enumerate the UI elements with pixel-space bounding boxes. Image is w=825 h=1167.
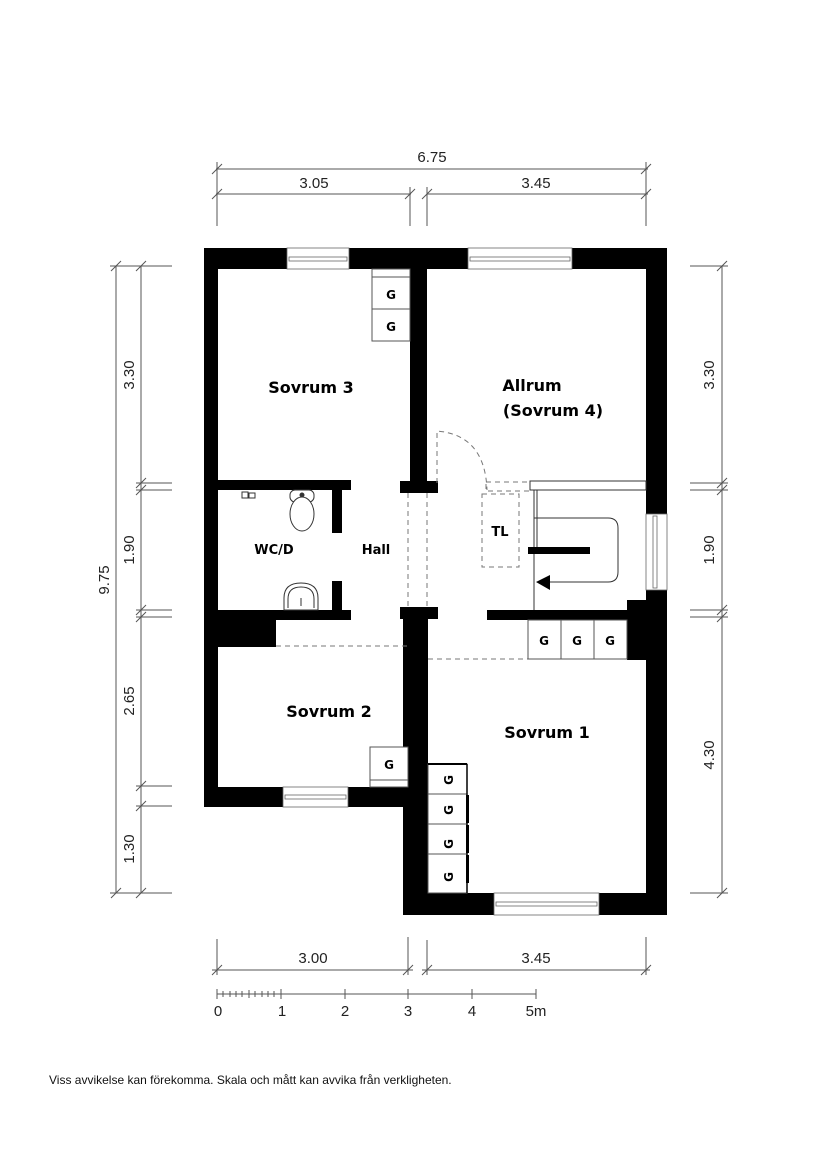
wardrobe-door-3 (466, 855, 469, 883)
wardrobe-label: G (605, 634, 615, 648)
dim-top-left: 3.05 (299, 175, 328, 192)
left-dimensions (110, 260, 172, 899)
wardrobe-label: G (386, 320, 396, 334)
dim-bottom-right: 3.45 (521, 950, 550, 967)
windows (282, 247, 668, 916)
room-label-hall: Hall (362, 543, 391, 558)
scale-bar (216, 989, 537, 999)
scale-tick-3: 3 (404, 1003, 412, 1020)
room-label-sovrum3: Sovrum 3 (268, 378, 354, 397)
room-label-tl: TL (491, 525, 508, 540)
window-sovrum1 (493, 892, 600, 916)
wardrobe-door-2 (466, 825, 469, 853)
window-bath (645, 513, 668, 591)
top-dimensions (211, 162, 652, 226)
toilet-icon (289, 489, 315, 532)
dim-top-right: 3.45 (521, 175, 550, 192)
dim-right-seg-3: 4.30 (701, 740, 718, 769)
scale-tick-0: 0 (214, 1003, 222, 1020)
right-dimensions (690, 260, 728, 899)
room-label-allrum: Allrum (502, 376, 561, 395)
wardrobe-label: G (442, 839, 456, 849)
window-allrum (467, 247, 573, 270)
room-label-wcd: WC/D (254, 543, 294, 558)
wardrobe-label: G (384, 758, 394, 772)
bottom-dimensions (211, 937, 652, 976)
dim-top-total: 6.75 (417, 149, 446, 166)
wardrobe-label: G (539, 634, 549, 648)
scale-tick-5: 5m (526, 1003, 547, 1020)
room-label-sovrum1: Sovrum 1 (504, 723, 590, 742)
dim-right-seg-1: 3.30 (701, 360, 718, 389)
stair-arrow-icon (536, 575, 550, 590)
wardrobe-label: G (442, 805, 456, 815)
wardrobes (369, 268, 628, 894)
dashed-outlines (276, 430, 531, 660)
shower-rail (528, 547, 590, 554)
dim-left-total: 9.75 (96, 565, 113, 594)
bathtub (529, 480, 647, 610)
wardrobe-label: G (386, 288, 396, 302)
wardrobe-label: G (442, 872, 456, 882)
scale-tick-1: 1 (278, 1003, 286, 1020)
dim-left-seg-4: 1.30 (121, 834, 138, 863)
sink-icon (283, 582, 319, 611)
room-label-sovrum2: Sovrum 2 (286, 702, 372, 721)
dim-bottom-left: 3.00 (298, 950, 327, 967)
dim-left-seg-1: 3.30 (121, 360, 138, 389)
dim-right-seg-2: 1.90 (701, 535, 718, 564)
wardrobe-door-1 (466, 795, 469, 823)
window-sovrum3 (286, 247, 350, 270)
wardrobe-label: G (572, 634, 582, 648)
window-sovrum2 (282, 786, 349, 808)
wardrobe-label: G (442, 775, 456, 785)
dim-left-seg-2: 1.90 (121, 535, 138, 564)
faucet-icon (241, 491, 256, 499)
disclaimer-text: Viss avvikelse kan förekomma. Skala och … (49, 1073, 452, 1087)
dim-left-seg-3: 2.65 (121, 686, 138, 715)
scale-tick-4: 4 (468, 1003, 476, 1020)
room-label-sovrum4: (Sovrum 4) (503, 401, 603, 420)
scale-tick-2: 2 (341, 1003, 349, 1020)
